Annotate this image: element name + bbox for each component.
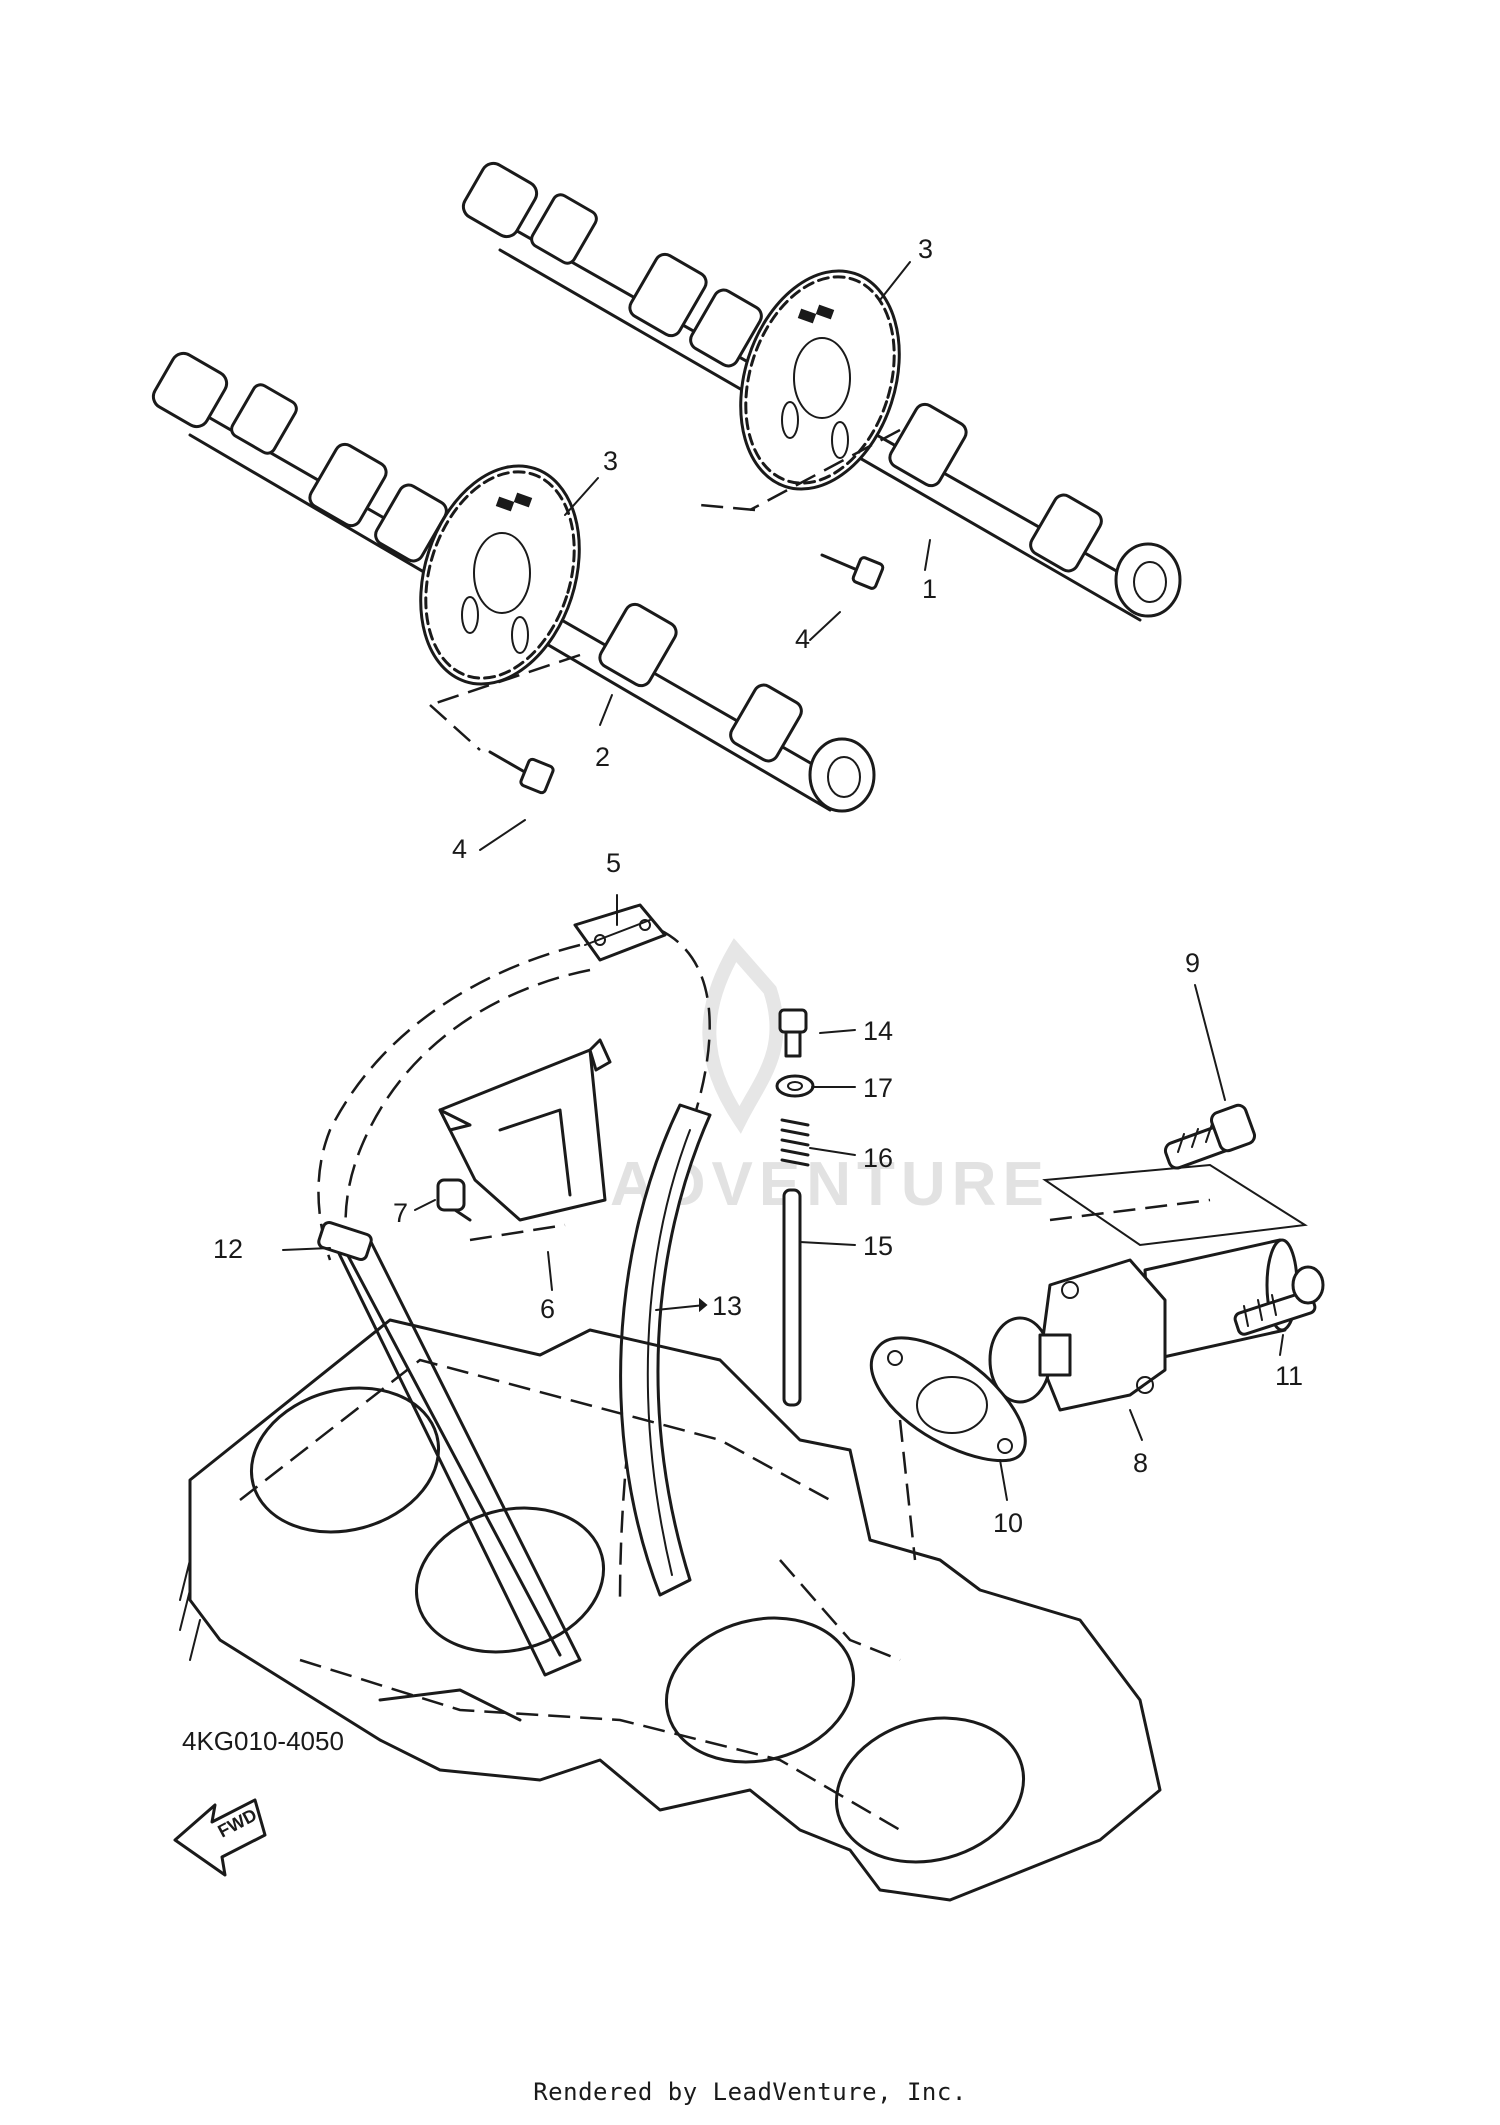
sprocket-bolt-lower (429, 704, 555, 795)
cylinder-head (179, 1318, 1162, 1902)
callout-17: 17 (863, 1073, 893, 1103)
chain-guide-top (438, 1038, 612, 1222)
washer-17 (775, 1074, 815, 1098)
callout-1: 1 (922, 574, 937, 604)
callout-14: 14 (863, 1016, 893, 1046)
callout-10: 10 (993, 1508, 1023, 1538)
callout-6: 6 (540, 1294, 555, 1324)
bolt-11 (1233, 1265, 1325, 1336)
callout-7: 7 (393, 1198, 408, 1228)
render-credit: Rendered by LeadVenture, Inc. (533, 2078, 967, 2106)
callout-15: 15 (863, 1231, 893, 1261)
bolt-14 (778, 1008, 808, 1058)
cam-sprocket-exhaust (739, 269, 901, 491)
diagram-code: 4KG010-4050 (182, 1726, 344, 1756)
cam-sprocket-intake (419, 464, 581, 686)
callout-2: 2 (595, 742, 610, 772)
leaders-top (429, 261, 931, 851)
callout-4-lower: 4 (452, 834, 467, 864)
bolt-9 (1163, 1103, 1257, 1170)
callout-4-upper: 4 (795, 624, 810, 654)
pushrod-15 (782, 1188, 802, 1407)
callout-labels: 3 3 1 2 4 4 5 9 14 17 16 15 7 12 6 13 11… (213, 234, 1303, 1538)
callout-3-upper: 3 (918, 234, 933, 264)
gasket-10 (869, 1336, 1027, 1463)
chain-link (573, 903, 667, 962)
callout-3-lower: 3 (603, 446, 618, 476)
callout-13: 13 (712, 1291, 742, 1321)
chain-guide-exhaust (317, 1220, 582, 1677)
tensioner-body (988, 1238, 1299, 1412)
sprocket-bolt-upper (699, 503, 885, 590)
callout-8: 8 (1133, 1448, 1148, 1478)
callout-9: 9 (1185, 948, 1200, 978)
fwd-arrow: FWD (173, 1798, 267, 1877)
guide-bolt (436, 1178, 472, 1222)
callout-16: 16 (863, 1143, 893, 1173)
callout-12: 12 (213, 1234, 243, 1264)
leaders-bottom (282, 894, 1284, 1501)
camshaft-exhaust (461, 161, 1182, 622)
callout-5: 5 (606, 848, 621, 878)
gasket-outline (1042, 1163, 1308, 1247)
spring-16 (780, 1118, 810, 1167)
callout-11: 11 (1275, 1361, 1303, 1391)
tensioner-dash (898, 1198, 1211, 1561)
